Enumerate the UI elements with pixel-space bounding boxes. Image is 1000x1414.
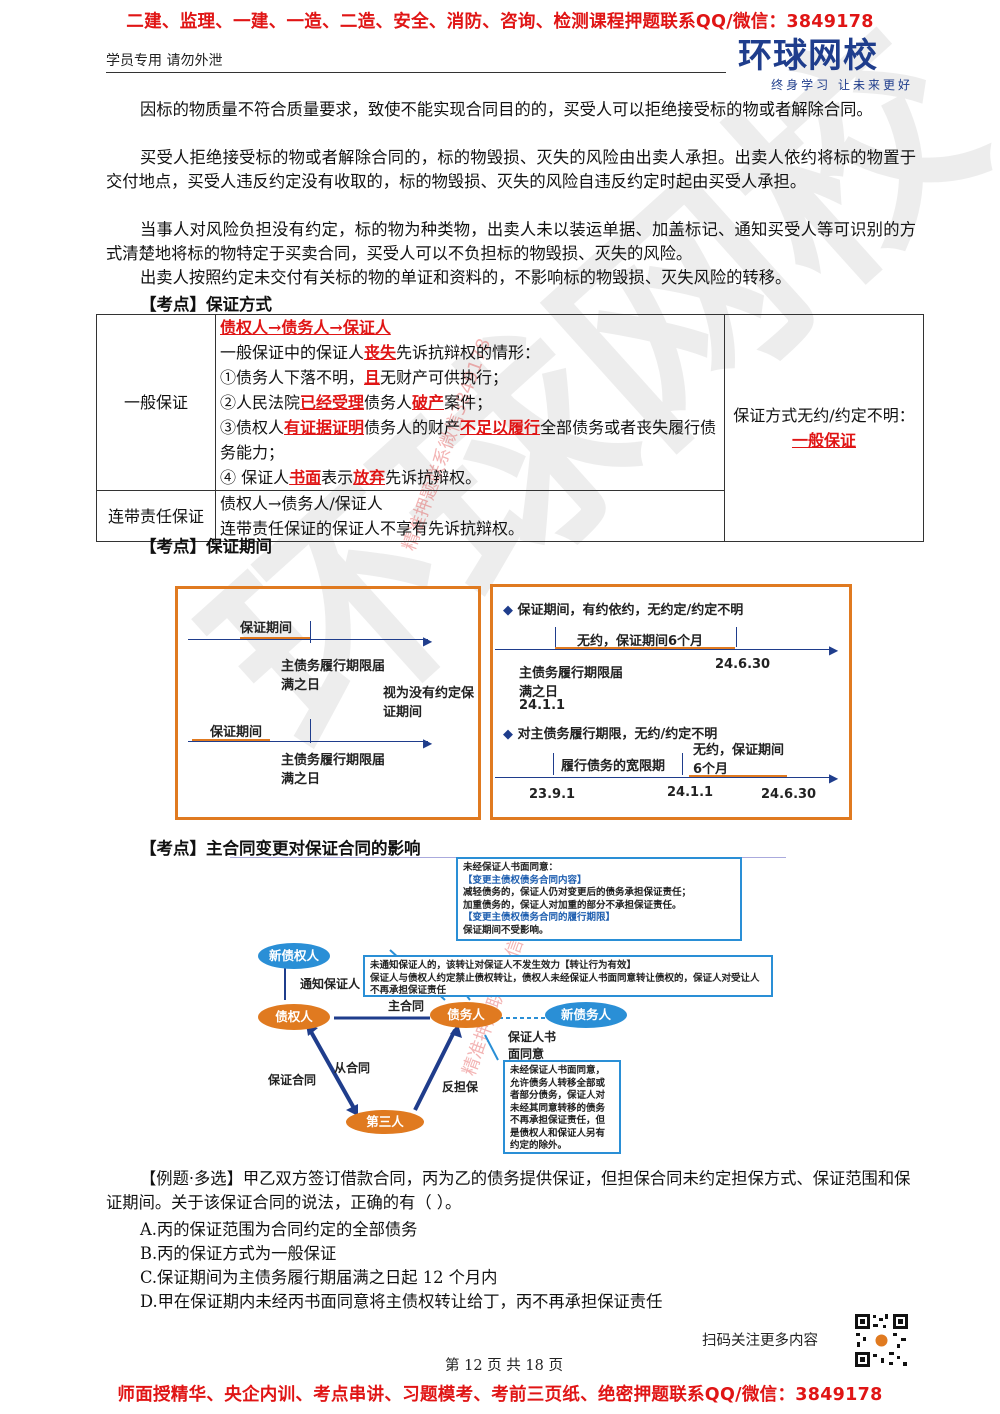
general-case-4: ④ 保证人书面表示放弃先诉抗辩权。 xyxy=(220,468,482,487)
period-diagram-left: 保证期间 ▶ 主债务履行期限届满之日 视为没有约定保证期间 保证期间 ▶ 主债务… xyxy=(175,586,481,820)
general-case-1: ①债务人下落不明，且无财产可供执行； xyxy=(220,368,509,387)
label-counter-guarantee: 反担保 xyxy=(442,1080,479,1094)
label-guarantee-contract: 保证合同 xyxy=(268,1073,317,1087)
right-date-start-1: 24.1.1 xyxy=(519,698,566,713)
arrow-head-icon: ▶ xyxy=(423,634,433,648)
third-party-node: 第三人 xyxy=(346,1110,424,1134)
header-divider xyxy=(106,72,726,73)
general-chain: 债权人→债务人→保证人 xyxy=(220,318,391,337)
option-c: C.保证期间为主债务履行期届满之日起 12 个月内 xyxy=(140,1268,498,1287)
left-due-date-2: 主债务履行期限届满之日 xyxy=(281,753,386,787)
brand-logo: 环球网校 终身学习 让未来更好 xyxy=(738,38,913,93)
right-bullet-2: ◆ 对主债务履行期限，无约/约定不明 xyxy=(503,727,718,742)
general-case-2: ②人民法院已经受理债务人破产案件； xyxy=(220,393,493,412)
paragraph-4: 出卖人按照约定未交付有关标的物的单证和资料的，不影响标的物毁损、灭失风险的转移。 xyxy=(140,268,792,287)
right-six-months-2: 无约，保证期间6个月 xyxy=(693,743,785,777)
right-bullet-1: ◆ 保证期间，有约依约，无约定/约定不明 xyxy=(503,603,744,618)
qr-code[interactable] xyxy=(853,1312,910,1369)
right-grace-period: 履行债务的宽限期 xyxy=(561,759,666,774)
left-period-label-2: 保证期间 xyxy=(210,725,263,740)
page-number: 第 12 页 共 18 页 xyxy=(445,1358,563,1374)
left-tick-1 xyxy=(310,621,311,643)
bottom-banner: 师面授精华、央企内训、考点串讲、习题模考、考前三页纸、绝密押题联系QQ/微信：3… xyxy=(117,1385,883,1405)
default-rule-text: 保证方式无约/约定不明： xyxy=(733,406,915,425)
right-date-d1: 23.9.1 xyxy=(529,787,576,802)
option-b: B.丙的保证方式为一般保证 xyxy=(140,1244,337,1263)
option-a: A.丙的保证范围为合同约定的全部债务 xyxy=(140,1220,418,1239)
arrow-head-icon: ▶ xyxy=(423,736,433,750)
option-d: D.甲在保证期内未经丙书面同意将主债权转让给丁，丙不再承担保证责任 xyxy=(140,1292,663,1311)
cell-joint-label: 连带责任保证 xyxy=(96,490,216,542)
scan-prompt: 扫码关注更多内容 xyxy=(702,1333,818,1349)
left-period-label-1: 保证期间 xyxy=(240,621,293,636)
right-six-months-1: 无约，保证期间6个月 xyxy=(577,634,704,649)
right-axis-1 xyxy=(495,649,833,650)
left-axis-1 xyxy=(188,639,428,640)
period-diagram-right: ◆ 保证期间，有约依约，无约定/约定不明 无约，保证期间6个月 ▶ 24.6.3… xyxy=(490,584,852,820)
right-axis-2 xyxy=(495,777,833,778)
left-period-bar-1 xyxy=(240,637,310,640)
label-subordinate-contract: 从合同 xyxy=(334,1061,371,1075)
joint-chain: 债权人→债务人/保证人 xyxy=(220,494,383,513)
section-heading-guarantee-type: 【考点】保证方式 xyxy=(140,295,272,314)
six-month-bracket xyxy=(555,627,737,647)
paragraph-2: 买受人拒绝接受标的物或者解除合同的，标的物毁损、灭失的风险由出卖人承担。出卖人依… xyxy=(106,148,916,191)
general-case-3: ③债权人有证据证明债务人的财产不足以履行全部债务或者丧失履行债务能力； xyxy=(220,418,717,462)
logo-slogan: 终身学习 让未来更好 xyxy=(771,78,913,92)
right-date-d3: 24.6.30 xyxy=(761,787,817,802)
header-note: 学员专用 请勿外泄 xyxy=(106,53,223,69)
note-contract-content-change: 未经保证人书面同意： 【变更主债权债务合同内容】 减轻债务的，保证人仍对变更后的… xyxy=(456,857,742,941)
note-creditor-transfer: 未通知保证人的，该转让对保证人不发生效力【转让行为有效】 保证人与债权人约定禁止… xyxy=(363,955,773,997)
arrow-head-icon: ▶ xyxy=(829,771,839,785)
guarantee-type-table: 一般保证 债权人→债务人→保证人 一般保证中的保证人丧失先诉抗辩权的情形： ①债… xyxy=(96,314,924,542)
general-intro: 一般保证中的保证人丧失先诉抗辩权的情形： xyxy=(220,343,541,362)
new-creditor-node: 新债权人 xyxy=(258,943,330,969)
logo-title: 环球网校 xyxy=(738,36,878,76)
section-heading-main-contract-change: 【考点】主合同变更对保证合同的影响 xyxy=(140,839,421,858)
section-heading-guarantee-period: 【考点】保证期间 xyxy=(140,537,272,556)
paragraph-1: 因标的物质量不符合质量要求，致使不能实现合同目的的，买受人可以拒绝接受标的物或者… xyxy=(140,100,873,119)
new-debtor-node: 新债务人 xyxy=(545,1002,627,1028)
right-date-d2: 24.1.1 xyxy=(667,785,714,800)
grace-bracket xyxy=(553,753,683,775)
paragraph-3: 当事人对风险负担没有约定，标的物为种类物，出卖人未以装运单据、加盖标记、通知买受… xyxy=(106,220,916,263)
left-deemed-note: 视为没有约定保证期间 xyxy=(383,686,475,720)
question-stem: 【例题·多选】甲乙双方签订借款合同，丙为乙的债务提供保证，但担保合同未约定担保方… xyxy=(106,1169,911,1212)
left-tick-2 xyxy=(310,719,311,743)
default-rule-answer: 一般保证 xyxy=(791,431,856,450)
right-date-end-1: 24.6.30 xyxy=(715,657,771,672)
top-banner: 二建、监理、一建、一造、二造、安全、消防、咨询、检测课程押题联系QQ/微信：38… xyxy=(126,12,874,32)
arrow-head-icon: ▶ xyxy=(829,643,839,657)
cell-general-content: 债权人→债务人→保证人 一般保证中的保证人丧失先诉抗辩权的情形： ①债务人下落不… xyxy=(215,314,725,491)
left-due-date-1: 主债务履行期限届满之日 xyxy=(281,659,386,693)
label-guarantor-consent: 保证人书面同意 xyxy=(508,1030,557,1061)
creditor-node: 债权人 xyxy=(258,1004,330,1030)
left-period-bar-2 xyxy=(192,739,270,742)
debtor-node: 债务人 xyxy=(430,1002,502,1028)
right-bar-1 xyxy=(555,647,735,650)
label-notify-guarantor: 通知保证人 xyxy=(300,977,361,991)
cell-default-rule: 保证方式无约/约定不明： 一般保证 xyxy=(724,314,924,542)
label-main-contract: 主合同 xyxy=(388,999,425,1013)
right-due-label: 主债务履行期限届满之日 xyxy=(519,666,624,700)
cell-joint-content: 债权人→债务人/保证人 连带责任保证的保证人不享有先诉抗辩权。 xyxy=(215,490,725,542)
joint-text: 连带责任保证的保证人不享有先诉抗辩权。 xyxy=(220,519,525,538)
cell-general-label: 一般保证 xyxy=(96,314,216,491)
left-axis-2 xyxy=(188,741,428,742)
note-debt-transfer: 未经保证人书面同意，允许债务人转移全部或者部分债务，保证人对未经其同意转移的债务… xyxy=(503,1060,621,1154)
right-bar-2 xyxy=(689,775,787,778)
